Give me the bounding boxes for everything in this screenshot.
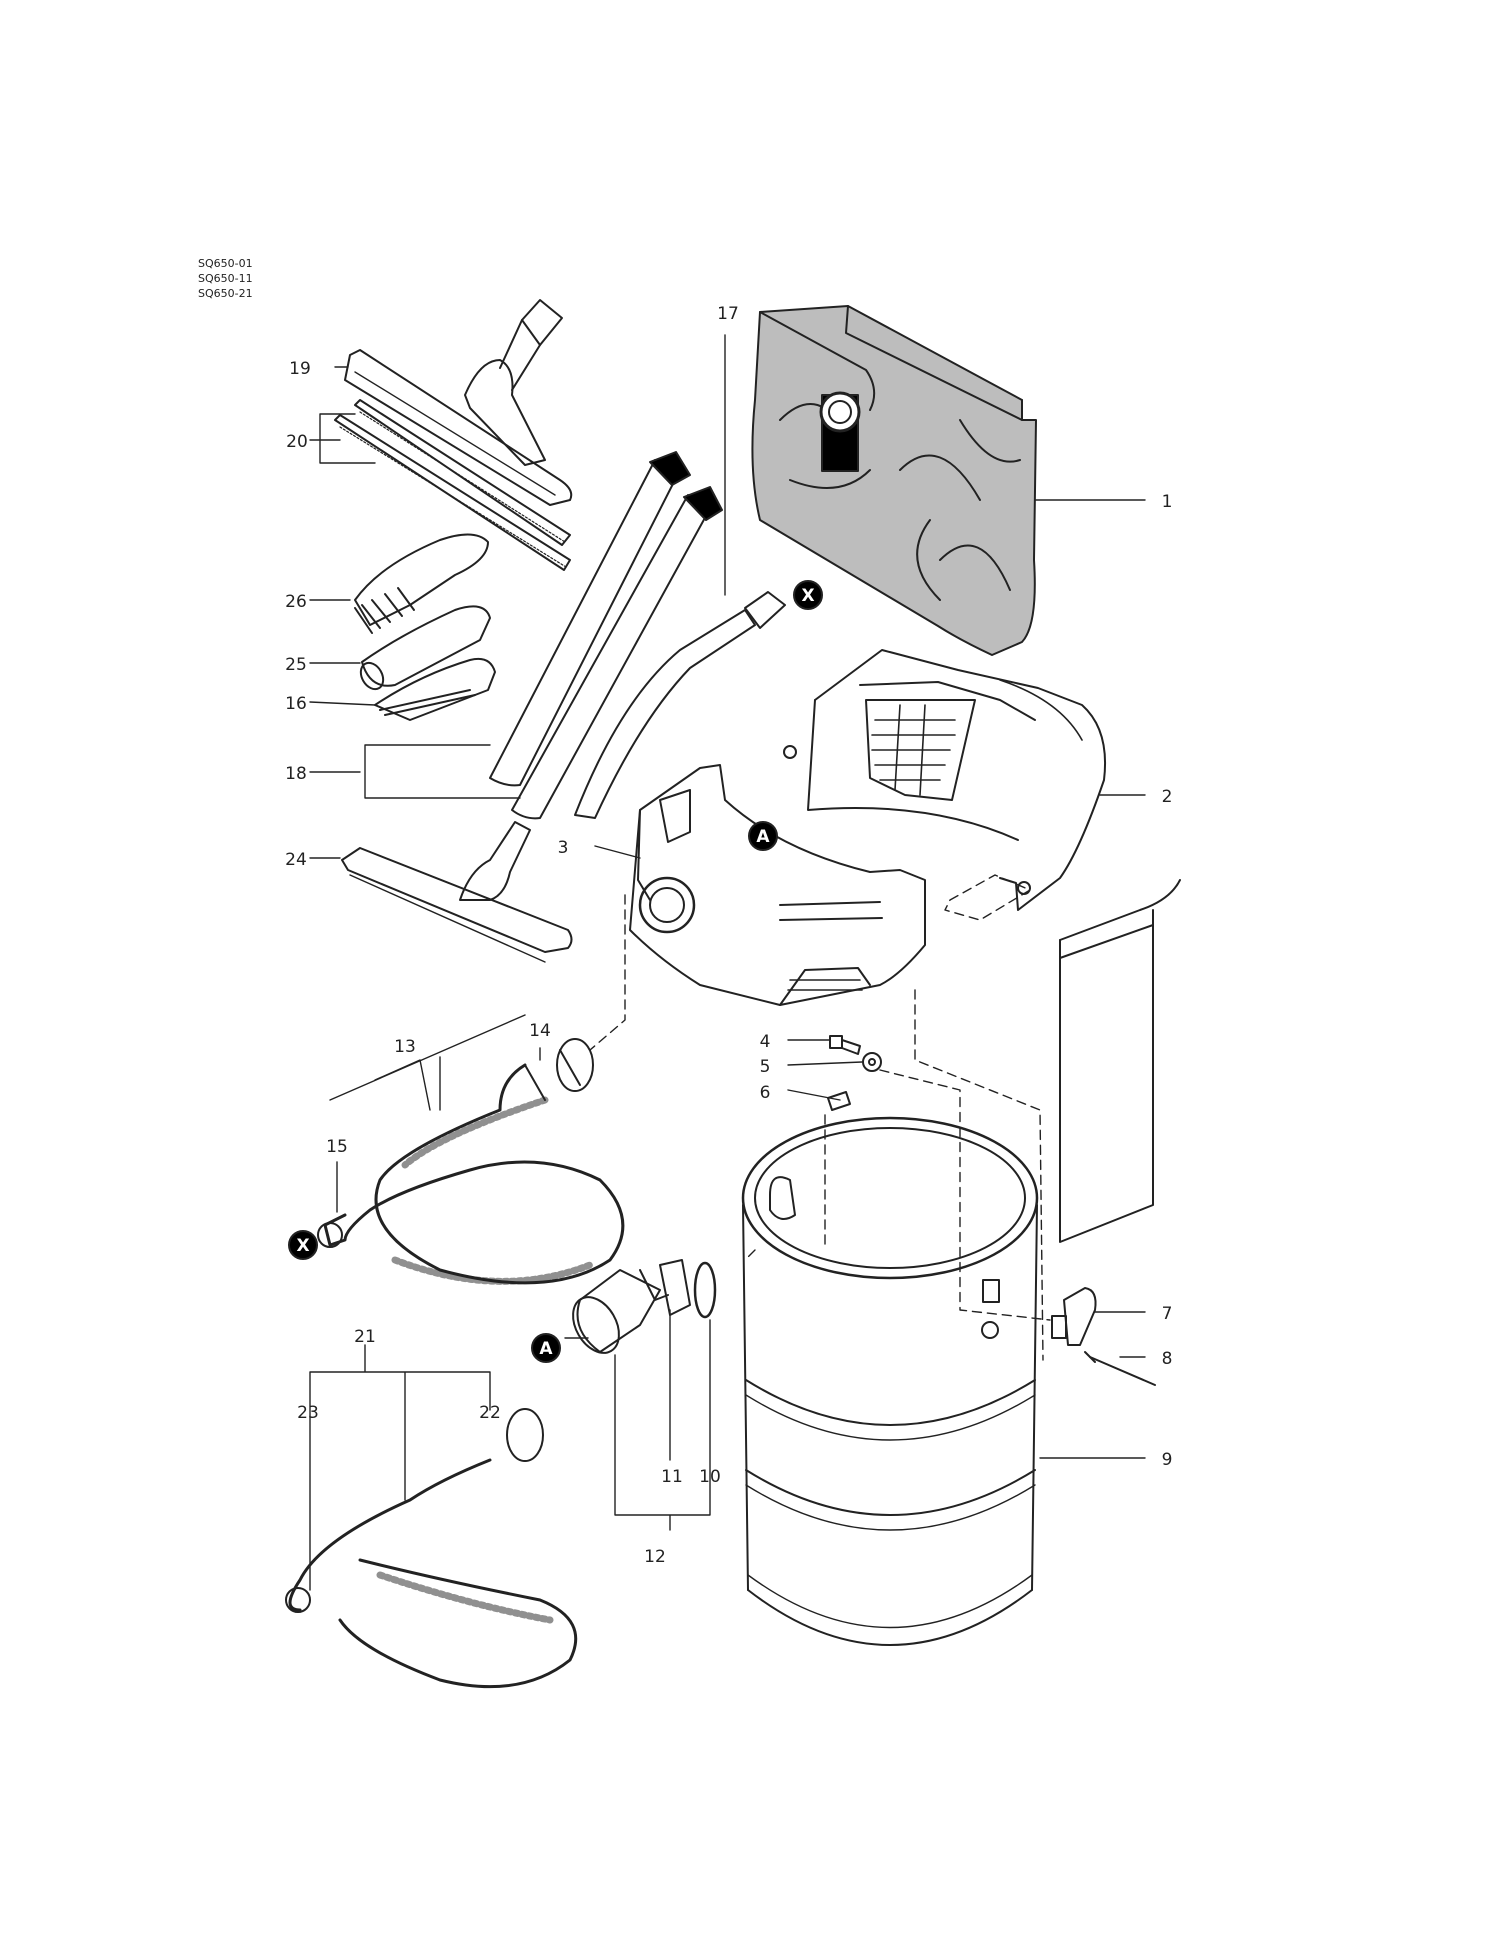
screw-6 [827,1091,851,1111]
callout-7: 7 [1162,1304,1173,1324]
hinge-pin [1084,1351,1156,1386]
latch [1051,1287,1097,1346]
callout-5: 5 [760,1057,771,1077]
callout-16: 16 [285,694,307,714]
model-number: SQ650-01 [198,257,253,270]
marker-x [288,1230,318,1260]
callout-11: 11 [661,1467,683,1487]
callout-4: 4 [760,1032,771,1052]
dust-bag [751,305,1037,656]
callout-8: 8 [1162,1349,1173,1369]
marker-a-label: A [539,1339,553,1359]
callout-3: 3 [558,838,569,858]
washer-5 [862,1052,882,1072]
callout-2: 2 [1162,787,1173,807]
callout-17: 17 [717,304,739,324]
callout-9: 9 [1162,1450,1173,1470]
inlet-gasket [659,1259,691,1316]
callout-6: 6 [760,1083,771,1103]
model-numbers: SQ650-01 SQ650-11 SQ650-21 [198,256,253,301]
callout-15: 15 [326,1137,348,1157]
inlet-elbow [572,1269,669,1354]
extension-tubes [489,451,723,820]
callout-23: 23 [297,1403,319,1423]
brush-nozzle [354,533,489,634]
accessory-hose [574,591,786,819]
container-drum [741,1116,1039,1646]
screw-4 [829,1035,861,1055]
callout-22: 22 [479,1403,501,1423]
marker-a [531,1333,561,1363]
suction-hose-antistatic [285,1408,578,1689]
callout-1: 1 [1162,492,1173,512]
marker-x-label: X [296,1236,309,1256]
model-number: SQ650-11 [198,272,253,285]
callout-14: 14 [529,1021,551,1041]
callout-24: 24 [285,850,307,870]
marker-x-label: X [801,586,814,606]
callout-26: 26 [285,592,307,612]
o-ring [693,1261,717,1319]
callout-13: 13 [394,1037,416,1057]
marker-x [793,580,823,610]
connector-markers: X A X A [288,580,823,1363]
callout-10: 10 [699,1467,721,1487]
marker-a [748,821,778,851]
model-number: SQ650-21 [198,287,253,300]
crevice-nozzle [359,605,491,691]
assembly-guide-lines [589,874,1051,1361]
motor-head [629,764,926,1006]
brush-strips [334,399,571,571]
callout-25: 25 [285,655,307,675]
callout-21: 21 [354,1327,376,1347]
callout-19: 19 [289,359,311,379]
upholstery-nozzle [374,657,496,721]
housing-ring [783,649,1107,911]
callout-12: 12 [644,1547,666,1567]
callout-numbers: 1 2 3 4 5 6 7 8 9 10 11 12 13 14 15 16 1… [285,304,1172,1567]
wet-floor-nozzle [341,821,573,963]
leader-lines [309,334,1146,1591]
marker-a-label: A [756,827,770,847]
filter-panel [1059,879,1181,1243]
callout-20: 20 [286,432,308,452]
suction-hose-standard [317,1038,625,1285]
floor-nozzle [344,299,573,506]
callout-18: 18 [285,764,307,784]
